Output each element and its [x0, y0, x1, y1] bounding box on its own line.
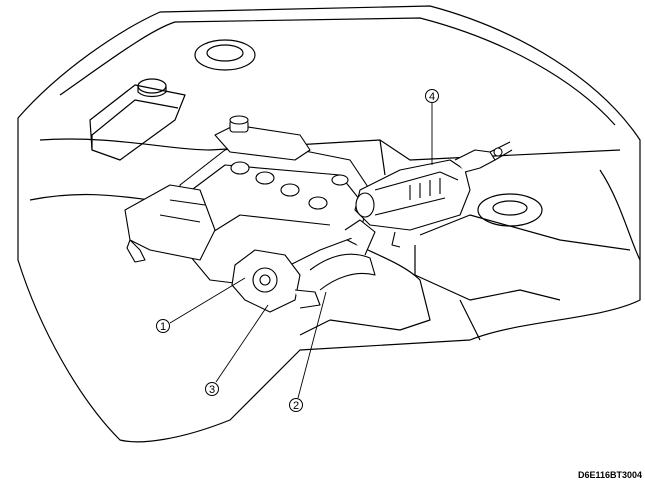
leader-line-3 [215, 304, 269, 383]
turbocharger-assembly [231, 219, 376, 313]
leader-lines [169, 103, 433, 399]
callout-2: 2 [289, 398, 303, 412]
callout-4: 4 [425, 89, 439, 103]
leader-line-1 [169, 277, 246, 324]
callout-3-label: 3 [209, 384, 215, 396]
vehicle-body-outline [17, 5, 641, 443]
callout-4-label: 4 [429, 91, 435, 103]
callout-1-label: 1 [160, 321, 166, 333]
callout-3: 3 [205, 382, 219, 396]
callout-2-label: 2 [293, 400, 299, 412]
catalytic-converter [354, 141, 513, 248]
leader-line-2 [297, 291, 327, 399]
callout-1: 1 [156, 319, 170, 333]
figure-code: D6E116BT3004 [578, 470, 642, 480]
